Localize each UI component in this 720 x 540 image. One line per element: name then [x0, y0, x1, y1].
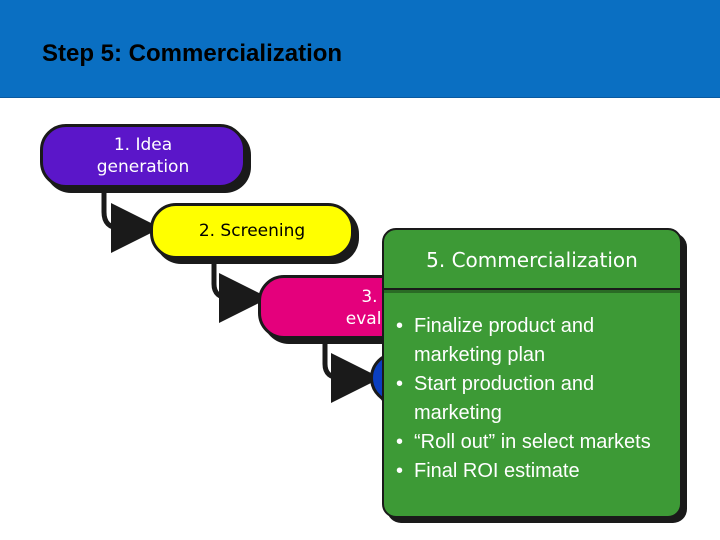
stage-screening: 2. Screening	[150, 203, 354, 259]
commercialization-callout: 5. Commercialization Finalize product an…	[382, 228, 682, 518]
bullet-item: Start production and marketing	[396, 370, 678, 428]
bullet-item: “Roll out” in select markets	[396, 428, 678, 457]
stage-2-label: 2. Screening	[198, 221, 306, 241]
callout-title-bar: 5. Commercialization	[384, 230, 680, 290]
bullet-item: Finalize product and marketing plan	[396, 312, 678, 370]
connector-3-4	[322, 341, 381, 403]
callout-title: 5. Commercialization	[426, 248, 638, 272]
slide-title: Step 5: Commercialization	[42, 40, 343, 67]
stage-idea-generation: 1. Idea generation	[40, 124, 246, 188]
header-bar: Step 5: Commercialization	[0, 0, 720, 98]
callout-bullet-list: Finalize product and marketing plan Star…	[396, 312, 678, 486]
connector-1-2	[101, 190, 161, 253]
bullet-item: Final ROI estimate	[396, 457, 678, 486]
connector-2-3	[211, 262, 269, 323]
stage-1-line-1: 1. Idea	[113, 135, 173, 155]
stage-1-line-2: generation	[96, 157, 190, 177]
